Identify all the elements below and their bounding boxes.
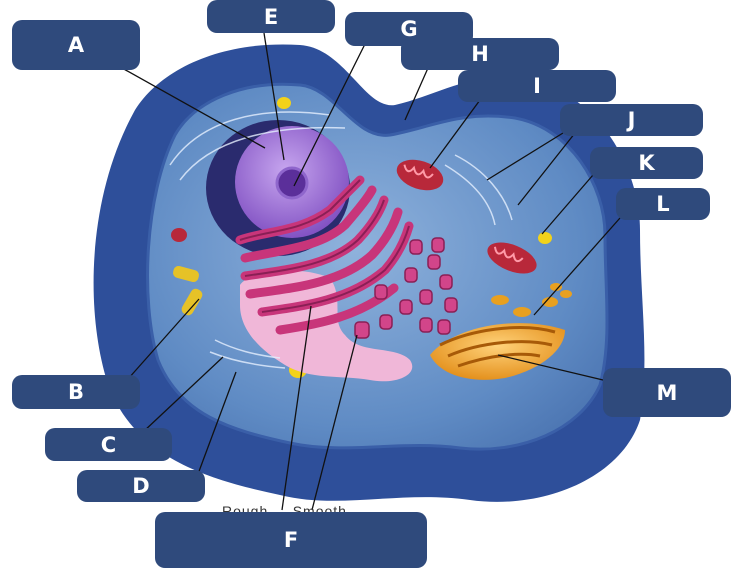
mitochondrion: [396, 159, 444, 191]
label-k[interactable]: K: [590, 147, 703, 179]
label-f[interactable]: F: [155, 512, 427, 568]
cytoplasm: [146, 82, 609, 451]
cytoskeleton: [169, 111, 513, 369]
mitochondrion: [487, 242, 537, 274]
label-j[interactable]: J: [560, 104, 703, 136]
centrioles: [173, 265, 203, 316]
label-d[interactable]: D: [77, 470, 205, 502]
leader-lines: [121, 32, 621, 511]
er-tubules: [354, 237, 458, 339]
label-h[interactable]: H: [401, 38, 559, 70]
nucleolus: [275, 166, 309, 200]
golgi-apparatus: [430, 283, 572, 380]
label-a[interactable]: A: [12, 20, 140, 70]
label-l[interactable]: L: [616, 188, 710, 220]
vesicle: [277, 97, 291, 109]
label-m[interactable]: M: [603, 368, 731, 417]
label-c[interactable]: C: [45, 428, 172, 461]
label-i[interactable]: I: [458, 70, 616, 102]
label-e[interactable]: E: [207, 0, 335, 33]
lysosome: [171, 228, 187, 242]
label-b[interactable]: B: [12, 375, 140, 409]
vesicle: [538, 232, 552, 244]
smooth-er: [240, 270, 413, 382]
